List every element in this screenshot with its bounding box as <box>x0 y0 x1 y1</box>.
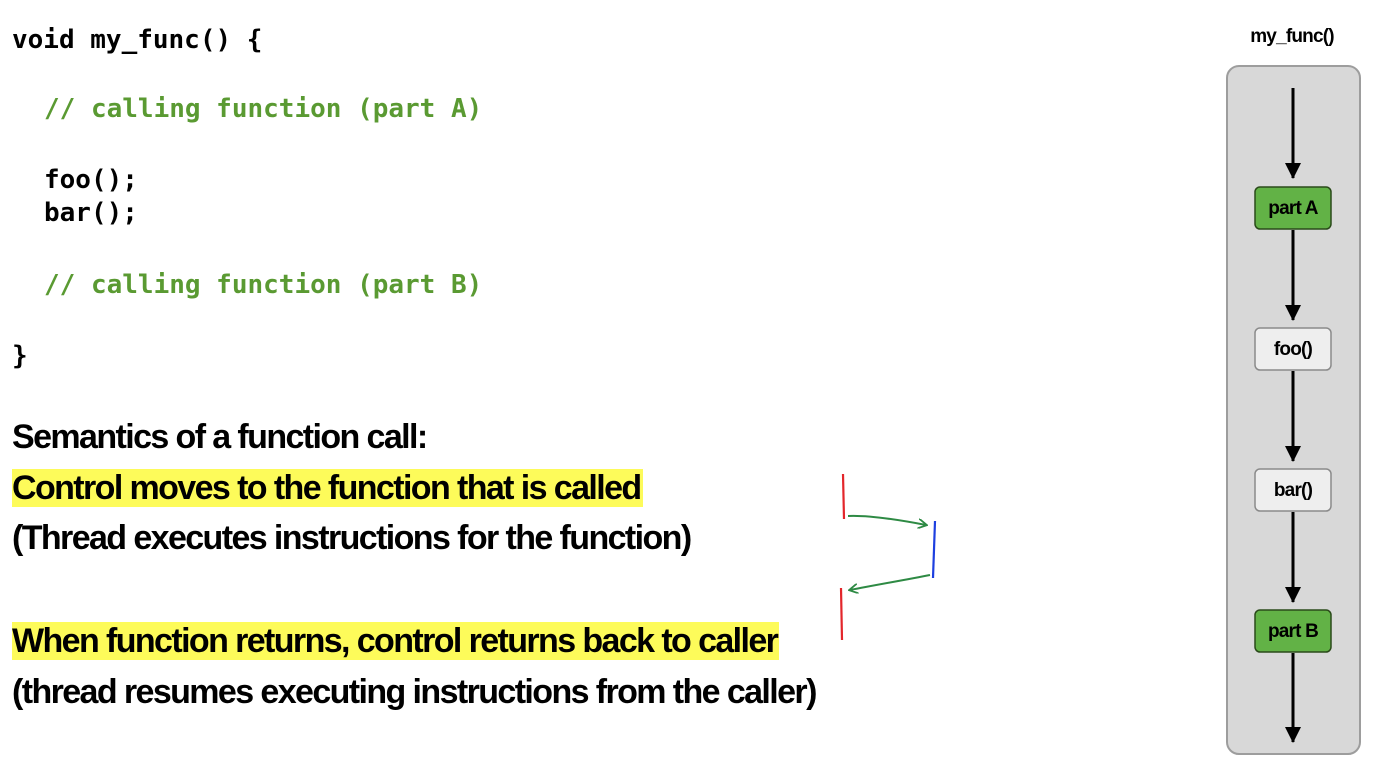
code-call-foo: foo(); <box>44 165 138 195</box>
semantics-point-2: When function returns, control returns b… <box>12 621 780 661</box>
node-bar-label: bar() <box>1274 480 1313 501</box>
node-part-a: part A <box>1254 186 1332 230</box>
node-part-b-label: part B <box>1268 621 1318 642</box>
code-comment-part-b: // calling function (part B) <box>44 270 483 300</box>
diagram-title: my_func() <box>1250 26 1334 47</box>
semantics-point-1: Control moves to the function that is ca… <box>12 468 643 508</box>
highlight-point-1: Control moves to the function that is ca… <box>12 469 643 507</box>
code-function-signature: void my_func() { <box>12 25 263 55</box>
node-bar: bar() <box>1254 468 1332 512</box>
highlight-point-2: When function returns, control returns b… <box>12 622 780 660</box>
semantics-point-1-detail: (Thread executes instructions for the fu… <box>12 519 692 557</box>
callee-mark <box>931 520 937 579</box>
caller-mark-bottom <box>839 587 844 641</box>
semantics-heading: Semantics of a function call: <box>12 418 428 456</box>
return-arrow <box>850 574 931 590</box>
node-part-a-label: part A <box>1268 198 1318 219</box>
code-close-brace: } <box>12 341 28 371</box>
node-foo-label: foo() <box>1274 339 1313 360</box>
semantics-point-2-detail: (thread resumes executing instructions f… <box>12 673 817 711</box>
node-part-b: part B <box>1254 609 1332 653</box>
code-comment-part-a: // calling function (part A) <box>44 94 483 124</box>
node-foo: foo() <box>1254 327 1332 371</box>
call-arrow <box>847 514 926 525</box>
code-call-bar: bar(); <box>44 198 138 228</box>
caller-mark-top <box>841 473 846 520</box>
